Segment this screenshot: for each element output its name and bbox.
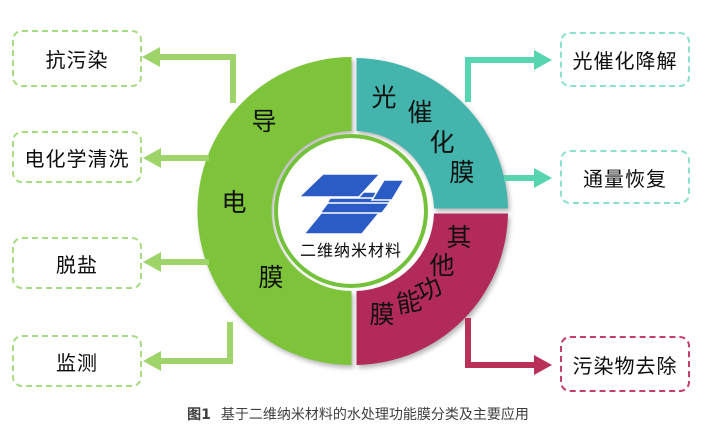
seg-char-photocatalytic-1: 光 — [371, 83, 397, 112]
seg-char-photocatalytic-4: 膜 — [449, 158, 475, 187]
figure-caption-text: 基于二维纳米材料的水处理功能膜分类及主要应用 — [220, 407, 529, 423]
arrow-desalination — [143, 252, 209, 272]
arrow-antifouling-head — [142, 47, 160, 67]
seg-char-conductive-2: 电 — [221, 188, 247, 217]
arrow-photodeg-head — [534, 50, 552, 70]
segment-conductive-membrane — [197, 57, 352, 365]
seg-char-other-5: 膜 — [369, 300, 395, 329]
app-box-flux-recovery: 通量恢复 — [560, 150, 690, 204]
arrow-photocatalytic-degradation — [465, 50, 552, 102]
arrow-flux-recovery — [504, 168, 552, 188]
nanosheet-right-tip — [370, 179, 406, 201]
arrow-electrochemical-cleaning — [143, 148, 209, 168]
seg-char-other-1: 其 — [446, 223, 472, 252]
seg-char-photocatalytic-3: 化 — [429, 128, 455, 157]
seg-char-photocatalytic-2: 催 — [407, 98, 433, 127]
seg-char-other-2: 他 — [429, 251, 455, 280]
arrow-pollutant-head — [534, 355, 552, 375]
app-box-monitoring: 监测 — [12, 335, 142, 387]
arrows — [142, 47, 552, 375]
donut-segments — [197, 57, 508, 365]
arrow-antifouling — [142, 47, 236, 103]
app-box-electrochemical-label: 电化学清洗 — [24, 146, 130, 171]
arrow-monitoring-head — [143, 351, 161, 371]
arrow-monitoring-line — [161, 322, 233, 364]
segment-photocatalytic-membrane — [356, 58, 508, 209]
stacked-nanosheets-icon — [297, 173, 406, 235]
seg-char-conductive-3: 膜 — [258, 263, 284, 292]
app-box-flux-label: 通量恢复 — [583, 166, 667, 191]
app-box-electrochemical-cleaning: 电化学清洗 — [12, 131, 142, 183]
app-box-monitoring-label: 监测 — [56, 350, 98, 375]
app-box-photodeg-label: 光催化降解 — [572, 49, 678, 73]
figure-caption-number: 图1 — [187, 407, 211, 423]
seg-char-conductive-1: 导 — [251, 107, 277, 136]
app-box-pollutant-label: 污染物去除 — [572, 353, 678, 378]
app-box-antifouling: 抗污染 — [12, 30, 142, 87]
arrow-electrochemical-head — [143, 148, 161, 168]
app-box-desalination: 脱盐 — [12, 237, 142, 289]
app-box-pollutant-removal: 污染物去除 — [560, 336, 690, 392]
arrow-monitoring — [143, 322, 233, 371]
app-box-photocatalytic-degradation: 光催化降解 — [560, 32, 690, 87]
center-label: 二维纳米材料 — [300, 241, 402, 260]
arrow-pollutant-removal — [465, 318, 552, 375]
arrow-desalination-head — [143, 252, 161, 272]
figure-caption: 图1 基于二维纳米材料的水处理功能膜分类及主要应用 — [0, 404, 716, 424]
seg-char-other-4: 能 — [394, 286, 424, 319]
segment-other-functional-membrane — [356, 213, 508, 365]
app-box-antifouling-label: 抗污染 — [45, 48, 109, 72]
arrow-photodeg-line — [465, 57, 534, 102]
app-box-desalination-label: 脱盐 — [56, 252, 98, 277]
arrow-antifouling-line — [160, 54, 236, 103]
nanosheet-top — [297, 173, 382, 198]
arrow-flux-head — [534, 168, 552, 188]
arrow-pollutant-line — [465, 318, 534, 368]
